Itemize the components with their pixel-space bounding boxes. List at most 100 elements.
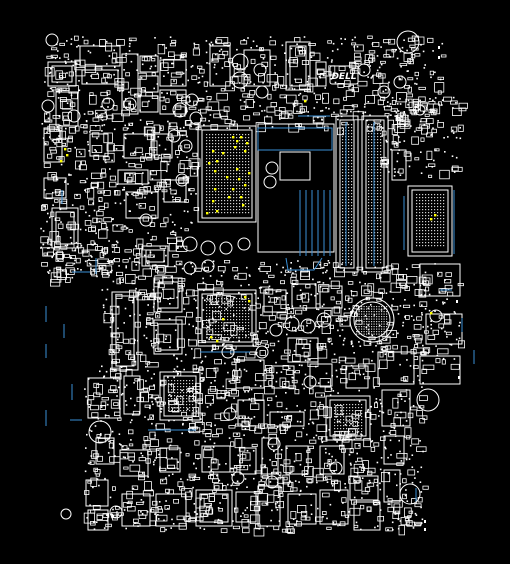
pad [322,97,324,100]
pad [92,117,100,122]
highlighted-pin [206,212,209,215]
pin [221,167,223,169]
pad [99,370,101,373]
pad [344,357,356,364]
pad [134,93,137,96]
pin [239,328,241,330]
pin [221,298,223,300]
pad [214,63,216,66]
pin [227,206,229,208]
pin [348,211,350,213]
pad [325,107,327,109]
pin [334,425,336,427]
pin [358,323,360,325]
pad [103,313,114,324]
pad [306,485,308,488]
pad [153,124,161,134]
pin [215,313,217,315]
pad [149,405,151,407]
pad [158,453,160,456]
pin [183,389,185,391]
pin [227,179,229,181]
pin [371,333,373,335]
pad [213,367,219,372]
memory-slot [335,115,359,273]
pad [263,116,273,124]
pad [450,344,453,346]
pin [356,306,358,308]
pin [437,245,439,247]
pad [294,524,296,527]
pad [65,127,67,130]
pad [343,337,346,340]
pad [145,380,147,382]
pad [205,51,208,54]
pad [399,363,401,366]
pad [252,112,260,116]
pad [282,481,294,492]
pad [362,373,365,375]
pad [114,190,121,196]
pad [169,36,172,38]
pad [152,415,154,417]
pad [47,172,57,181]
pin [348,124,350,126]
pad [116,380,119,382]
pad [105,523,112,528]
pad [92,504,101,510]
pad [286,94,297,104]
pin [366,313,368,315]
pad [396,484,398,487]
pad [329,277,331,280]
pad [171,518,173,521]
pin [212,155,214,157]
pad [159,125,164,131]
pin [381,323,383,325]
pin [368,133,370,135]
pin [212,188,214,190]
pad [259,350,266,356]
pin [233,307,235,309]
pin [348,229,350,231]
pad [154,275,164,284]
pin [224,182,226,184]
pad [305,308,307,310]
pin [376,326,378,328]
pin [236,161,238,163]
pin [174,389,176,391]
pad [356,45,359,48]
pin [386,326,388,328]
pad [209,438,212,441]
pad [186,311,193,318]
pad [239,376,241,379]
pin [371,247,373,249]
pin [371,202,373,204]
pin [209,322,211,324]
pin [206,298,208,300]
pad [106,81,108,84]
pin [443,197,445,199]
pad [47,212,49,215]
pad [445,272,452,277]
pad [80,269,82,271]
pin [376,328,378,330]
pin [242,185,244,187]
pad [391,305,399,311]
pad [244,75,247,78]
pin [352,419,354,421]
pin [239,161,241,163]
pad [330,61,333,63]
component-box [153,277,183,313]
pad [169,303,171,305]
pad [195,299,197,302]
pin [180,401,182,403]
pad [304,466,314,478]
pad [200,418,202,420]
pad [128,229,133,233]
pad [98,229,100,231]
pin [358,316,360,318]
pad [354,369,360,375]
pin [380,145,382,147]
memory-slot [339,119,355,269]
pad [393,129,396,131]
